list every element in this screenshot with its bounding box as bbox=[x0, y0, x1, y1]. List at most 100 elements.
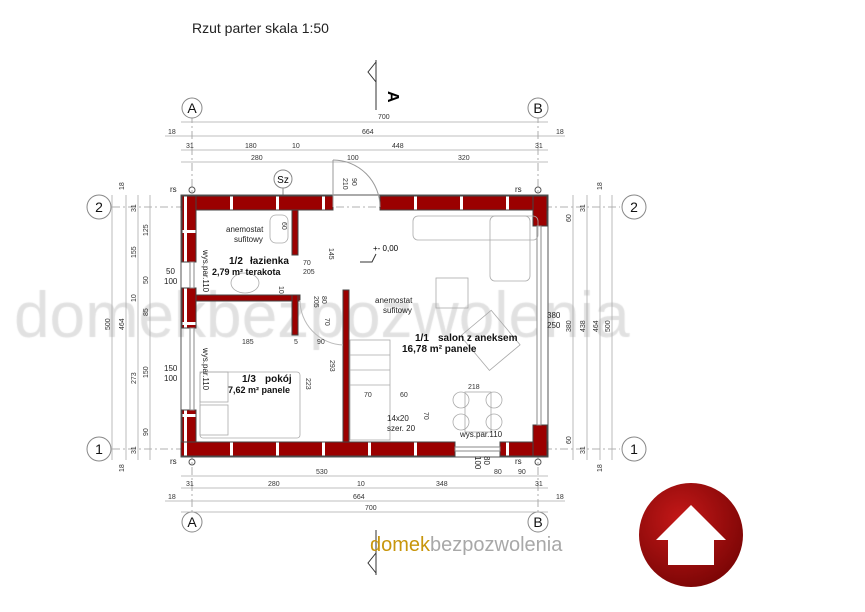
axis-2-right: 2 bbox=[621, 194, 647, 220]
svg-text:+- 0,00: +- 0,00 bbox=[373, 244, 399, 253]
svg-text:1/2: 1/2 bbox=[229, 256, 243, 267]
svg-text:18: 18 bbox=[168, 494, 176, 501]
bath-door-label-height: 205 bbox=[303, 269, 315, 276]
svg-text:464: 464 bbox=[593, 320, 600, 332]
page-title: Rzut parter skala 1:50 bbox=[192, 20, 329, 36]
svg-text:31: 31 bbox=[186, 143, 194, 150]
svg-text:100: 100 bbox=[164, 374, 178, 383]
svg-text:70: 70 bbox=[323, 318, 330, 326]
svg-text:60: 60 bbox=[400, 392, 408, 399]
svg-text:wys.par.110: wys.par.110 bbox=[459, 430, 503, 439]
svg-text:70: 70 bbox=[422, 412, 429, 420]
svg-text:250: 250 bbox=[547, 321, 561, 330]
svg-text:wys.par.110: wys.par.110 bbox=[201, 347, 210, 391]
right-dimensions: 18 31 60 380 438 464 500 60 31 18 bbox=[566, 182, 613, 472]
section-marker-bottom bbox=[367, 530, 377, 575]
svg-text:18: 18 bbox=[119, 464, 126, 472]
svg-text:rs: rs bbox=[170, 185, 177, 194]
svg-text:60: 60 bbox=[280, 222, 287, 230]
house-icon bbox=[656, 505, 726, 565]
svg-text:18: 18 bbox=[556, 129, 564, 136]
svg-text:wys.par.110: wys.par.110 bbox=[201, 249, 210, 293]
svg-text:1: 1 bbox=[95, 441, 103, 457]
axis-1-left: 1 bbox=[86, 436, 112, 462]
brand-logo: domekbezpozwolenia bbox=[370, 534, 563, 556]
top-dimensions: 700 18 664 18 31 180 10 448 31 280 100 3… bbox=[165, 114, 565, 163]
svg-text:438: 438 bbox=[580, 320, 587, 332]
svg-text:rs: rs bbox=[515, 185, 522, 194]
svg-text:464: 464 bbox=[119, 318, 126, 330]
section-marker-label: A bbox=[384, 91, 401, 103]
svg-text:sufitowy: sufitowy bbox=[234, 235, 263, 244]
svg-text:2: 2 bbox=[95, 199, 103, 215]
svg-text:280: 280 bbox=[268, 481, 280, 488]
svg-text:50: 50 bbox=[166, 267, 175, 276]
left-dimensions: 18 31 125 155 50 10 85 500 464 273 150 9… bbox=[105, 182, 151, 472]
furniture bbox=[199, 214, 539, 441]
walls bbox=[180, 194, 549, 458]
svg-text:31: 31 bbox=[186, 481, 194, 488]
svg-text:150: 150 bbox=[143, 366, 150, 378]
svg-text:7,62 m² panele: 7,62 m² panele bbox=[228, 385, 290, 395]
level-marker: +- 0,00 bbox=[360, 244, 399, 263]
bath-door-label: 70 bbox=[303, 260, 311, 267]
svg-text:448: 448 bbox=[392, 143, 404, 150]
axis-b-bottom: B bbox=[527, 511, 549, 533]
svg-text:218: 218 bbox=[468, 384, 480, 391]
svg-text:320: 320 bbox=[458, 155, 470, 162]
svg-text:10: 10 bbox=[277, 286, 284, 294]
svg-text:100: 100 bbox=[347, 155, 359, 162]
svg-text:90: 90 bbox=[350, 178, 357, 186]
svg-text:sufitowy: sufitowy bbox=[383, 306, 412, 315]
svg-text:90: 90 bbox=[143, 428, 150, 436]
svg-text:380: 380 bbox=[566, 320, 573, 332]
home-button[interactable] bbox=[639, 483, 743, 587]
entry-door: 90 210 bbox=[332, 159, 381, 208]
svg-text:rs: rs bbox=[170, 457, 177, 466]
svg-text:500: 500 bbox=[605, 320, 612, 332]
svg-text:50: 50 bbox=[143, 276, 150, 284]
svg-text:anemostat: anemostat bbox=[226, 225, 264, 234]
svg-text:A: A bbox=[187, 100, 197, 116]
svg-text:500: 500 bbox=[105, 318, 112, 330]
svg-text:273: 273 bbox=[131, 372, 138, 384]
svg-text:90: 90 bbox=[317, 339, 325, 346]
svg-text:60: 60 bbox=[566, 436, 573, 444]
svg-text:salon z aneksem: salon z aneksem bbox=[438, 333, 518, 344]
svg-text:85: 85 bbox=[143, 308, 150, 316]
svg-text:530: 530 bbox=[316, 469, 328, 476]
svg-text:664: 664 bbox=[362, 129, 374, 136]
axis-1-right: 1 bbox=[621, 436, 647, 462]
svg-text:16,78 m² panele: 16,78 m² panele bbox=[402, 344, 477, 355]
axis-a-top: A bbox=[181, 97, 203, 119]
svg-text:700: 700 bbox=[365, 505, 377, 512]
svg-text:B: B bbox=[533, 514, 542, 530]
axis-2-left: 2 bbox=[86, 194, 112, 220]
room-bathroom-label: 1/2 łazienka 2,79 m² terakota bbox=[212, 256, 289, 277]
room-living-label: 1/1 salon z aneksem 16,78 m² panele bbox=[402, 333, 518, 355]
svg-text:348: 348 bbox=[436, 481, 448, 488]
svg-text:5: 5 bbox=[294, 339, 298, 346]
svg-text:80: 80 bbox=[494, 469, 502, 476]
svg-text:31: 31 bbox=[131, 446, 138, 454]
svg-text:90: 90 bbox=[518, 469, 526, 476]
svg-text:18: 18 bbox=[556, 494, 564, 501]
svg-text:18: 18 bbox=[119, 182, 126, 190]
svg-text:10: 10 bbox=[292, 143, 300, 150]
svg-text:18: 18 bbox=[168, 129, 176, 136]
svg-text:2: 2 bbox=[630, 199, 638, 215]
chimney-marker: Sz bbox=[273, 169, 293, 197]
svg-text:18: 18 bbox=[597, 464, 604, 472]
window-labels: 50 100 150 100 380 250 80 100 bbox=[164, 267, 561, 470]
svg-text:B: B bbox=[533, 100, 542, 116]
svg-text:2,79 m² terakota: 2,79 m² terakota bbox=[212, 267, 282, 277]
svg-text:380: 380 bbox=[547, 311, 561, 320]
svg-text:70: 70 bbox=[364, 392, 372, 399]
room-door-label: 80 bbox=[320, 296, 327, 304]
svg-text:A: A bbox=[187, 514, 197, 530]
svg-text:10: 10 bbox=[357, 481, 365, 488]
svg-text:80: 80 bbox=[482, 456, 491, 465]
svg-text:31: 31 bbox=[535, 143, 543, 150]
svg-text:szer. 20: szer. 20 bbox=[387, 424, 416, 433]
bottom-dimensions: 530 80 90 31 280 10 348 31 18 664 18 700 bbox=[165, 469, 565, 513]
